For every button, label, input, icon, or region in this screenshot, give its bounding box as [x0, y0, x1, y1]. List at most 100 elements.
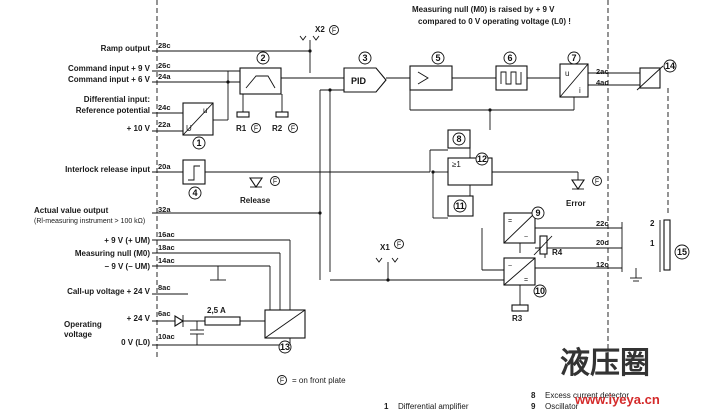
block-10-demodulator: ~ = — [503, 257, 536, 286]
watermark: 液压圈 www.iyeya.cn — [560, 346, 660, 407]
front-plate-icon: F — [277, 375, 287, 385]
svg-text:2: 2 — [260, 53, 265, 63]
svg-text:10: 10 — [535, 286, 545, 296]
label-r1: R1 — [236, 124, 247, 133]
error-led-icon — [570, 179, 586, 190]
label-reference-potential: Reference potential — [76, 106, 150, 115]
callout-10: 10 — [533, 284, 547, 298]
watermark-site: www.iyeya.cn — [574, 392, 660, 407]
callout-3: 3 — [358, 51, 372, 65]
callout-14: 14 — [663, 59, 677, 73]
header-note-line1: Measuring null (M0) is raised by + 9 V — [412, 5, 555, 14]
pin-2ac: 2ac — [596, 67, 609, 76]
pin-labels-left: 28c 26c 24a 24c 22a 20a 32a 16ac 18ac 14… — [158, 41, 175, 341]
block-5 — [409, 65, 453, 91]
pin-12c: 12c — [596, 260, 609, 269]
label-plus-9v-um: + 9 V (+ UM) — [104, 236, 150, 245]
svg-text:14: 14 — [665, 61, 675, 71]
front-plate-icon: F — [329, 25, 339, 35]
front-plate-icon: F — [270, 176, 280, 186]
block-13-power-supply — [264, 309, 306, 339]
label-differential-input: Differential input: — [84, 95, 150, 104]
block-9-oscillator: = ~ — [503, 212, 536, 244]
pin-32a: 32a — [158, 205, 171, 214]
label-fuse: 2,5 A — [207, 306, 226, 315]
svg-text:u: u — [565, 69, 569, 78]
svg-text:8: 8 — [456, 134, 461, 144]
label-actual-value-sub: (Rl-measuring instrument > 100 kΩ) — [34, 218, 145, 225]
label-operating: Operating — [64, 320, 102, 329]
left-labels: Ramp output Command input + 9 V Command … — [34, 44, 151, 347]
svg-text:9: 9 — [535, 208, 540, 218]
callouts: 1 2 3 4 5 6 7 8 9 10 11 12 13 14 15 — [188, 51, 690, 354]
svg-text:4: 4 — [192, 188, 197, 198]
front-plate-markers: F F F F F F F — [251, 25, 602, 385]
label-x1: X1 — [380, 243, 390, 252]
svg-text:5: 5 — [435, 53, 440, 63]
header-note-line2: compared to 0 V operating voltage (L0) ! — [418, 17, 571, 26]
pin-28c: 28c — [158, 41, 171, 50]
svg-text:PID: PID — [351, 76, 367, 86]
svg-text:15: 15 — [677, 247, 687, 257]
svg-text:7: 7 — [571, 53, 576, 63]
block-2-ramp-generator — [239, 67, 282, 95]
capacitor — [190, 329, 204, 335]
callout-11: 11 — [453, 199, 467, 213]
svg-text:≥1: ≥1 — [452, 160, 461, 169]
potentiometer-r3 — [511, 304, 529, 312]
test-socket-x1-icon — [375, 257, 399, 263]
release-led-icon — [248, 177, 264, 188]
label-r4: R4 — [552, 248, 563, 257]
block-3-pid: PID — [343, 67, 387, 93]
legend-item-1-num: 1 — [384, 402, 389, 410]
svg-text:12: 12 — [477, 154, 487, 164]
test-socket-x2-icon — [299, 35, 320, 41]
front-plate-icon: F — [288, 123, 298, 133]
block-6-pulse — [495, 65, 528, 91]
svg-text:F: F — [332, 28, 336, 35]
solenoid-14 — [636, 65, 669, 215]
pin-20a: 20a — [158, 162, 171, 171]
label-zero-v: 0 V (L0) — [121, 338, 150, 347]
pin-4ac: 4ac — [596, 78, 609, 87]
block-7-vi-converter: u i — [559, 63, 589, 98]
label-ramp-output: Ramp output — [101, 44, 151, 53]
callout-5: 5 — [431, 51, 445, 65]
pin-10ac: 10ac — [158, 332, 175, 341]
svg-text:~: ~ — [524, 234, 528, 241]
svg-text:=: = — [508, 218, 512, 225]
svg-text:u: u — [203, 106, 207, 115]
svg-text:U: U — [186, 124, 192, 133]
callout-1: 1 — [192, 136, 206, 150]
pin-24c: 24c — [158, 103, 171, 112]
watermark-brand: 液压圈 — [560, 346, 650, 381]
pin-22c: 22c — [596, 219, 609, 228]
front-plate-icon: F — [592, 176, 602, 186]
svg-text:~: ~ — [508, 263, 512, 270]
svg-text:1: 1 — [196, 138, 201, 148]
legend-item-9-text: Oscillator — [545, 402, 579, 410]
legend-item-1-text: Differential amplifier — [398, 402, 469, 410]
potentiometer-r1 — [236, 94, 250, 118]
block-4-interlock — [182, 159, 206, 185]
pin-6ac: 6ac — [158, 309, 171, 318]
label-r2: R2 — [272, 124, 283, 133]
junction-dots — [226, 49, 492, 282]
label-measuring-null: Measuring null (M0) — [75, 249, 150, 258]
label-voltage: voltage — [64, 330, 93, 339]
svg-text:3: 3 — [362, 53, 367, 63]
label-actual-value: Actual value output — [34, 206, 109, 215]
callout-6: 6 — [503, 51, 517, 65]
pin-24a: 24a — [158, 72, 171, 81]
callout-13: 13 — [278, 340, 292, 354]
callout-9: 9 — [531, 206, 545, 220]
svg-text:i: i — [579, 86, 581, 95]
label-release: Release — [240, 196, 271, 205]
callout-8: 8 — [452, 132, 466, 146]
callout-15: 15 — [674, 244, 690, 260]
potentiometer-r4 — [533, 235, 553, 256]
label-r3: R3 — [512, 314, 523, 323]
callout-7: 7 — [567, 51, 581, 65]
front-plate-icon: F — [394, 239, 404, 249]
